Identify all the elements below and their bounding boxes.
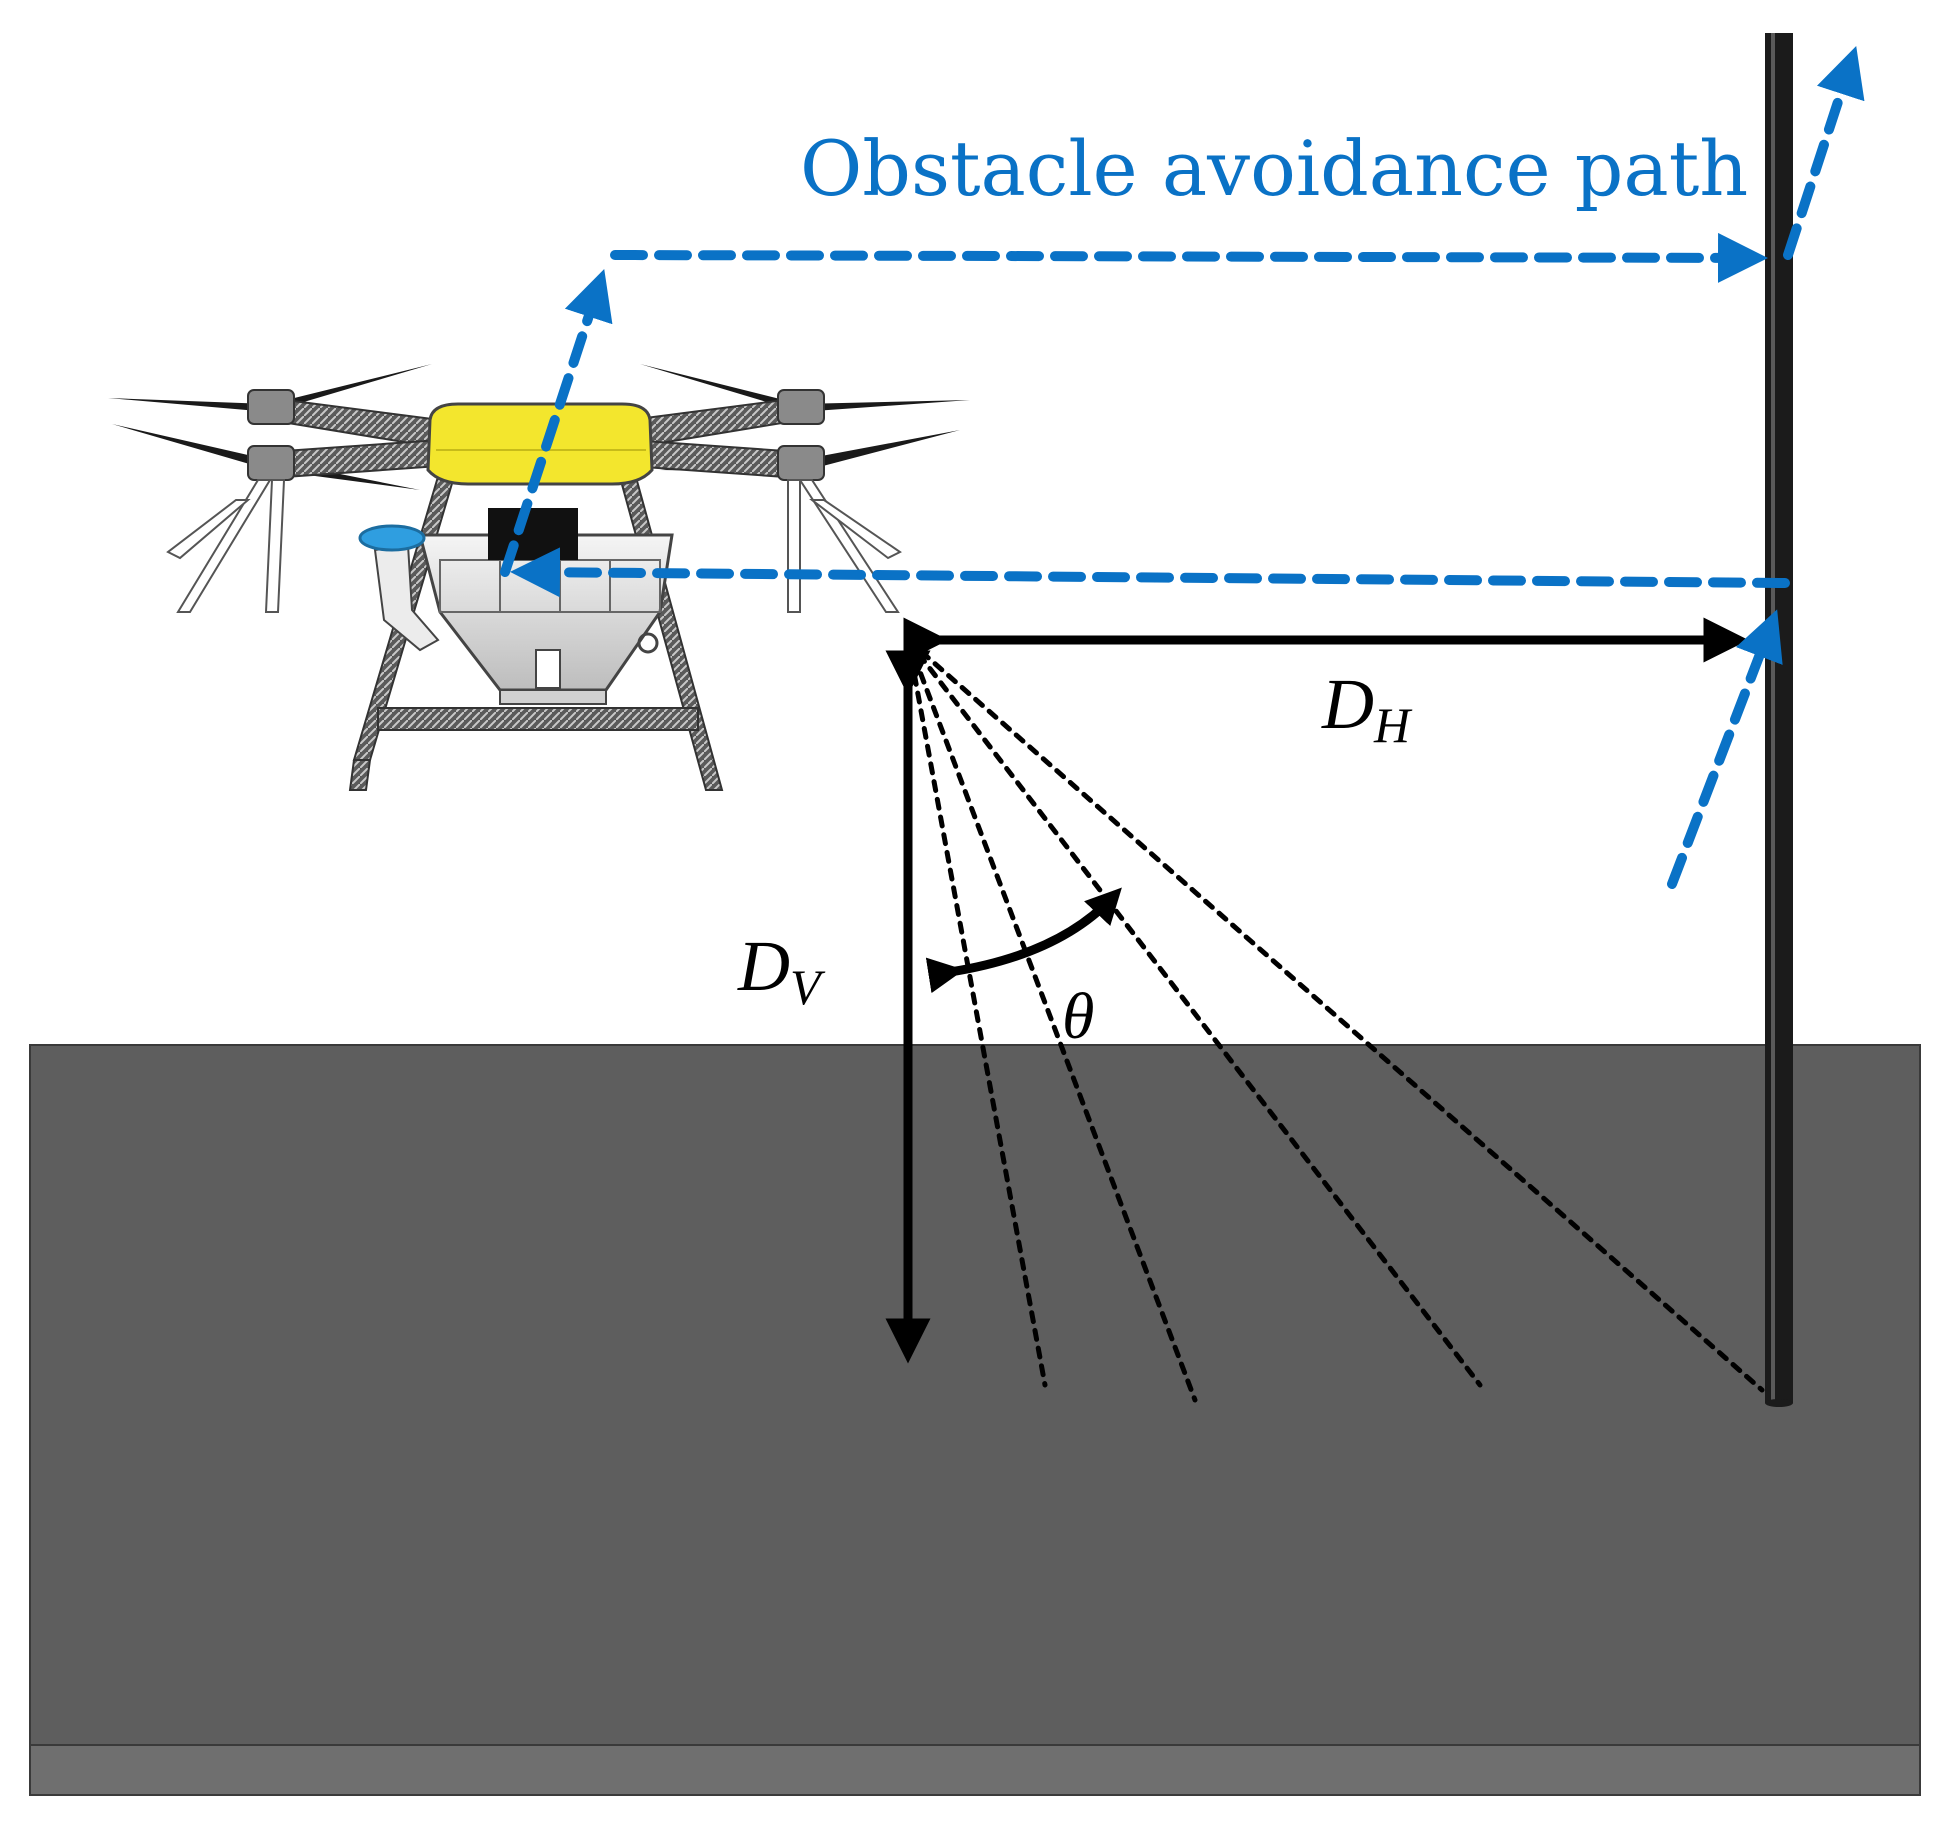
- drone-control-module: [488, 508, 578, 560]
- theta-label: θ: [1062, 980, 1094, 1053]
- sensor-beams: [905, 637, 1765, 1403]
- drone-landing-struts: [166, 479, 902, 613]
- avoidance-path: [500, 45, 1865, 889]
- dv-label-main: D: [737, 926, 790, 1006]
- dv-label-sub: V: [790, 959, 826, 1015]
- drone-motors: [247, 389, 825, 481]
- dv-label: DV: [737, 926, 826, 1015]
- pole-obstacle: [1765, 33, 1793, 1407]
- angle-theta-arrow: [925, 887, 1122, 994]
- tank-cap: [358, 524, 426, 552]
- dh-label-sub: H: [1373, 697, 1413, 753]
- dh-label: DH: [1321, 664, 1413, 753]
- dh-label-main: D: [1321, 664, 1374, 744]
- drone-body: [426, 402, 654, 486]
- path-title-label: Obstacle avoidance path: [800, 124, 1748, 213]
- ground-slab: [29, 1044, 1921, 1796]
- drone-arms: [269, 396, 801, 480]
